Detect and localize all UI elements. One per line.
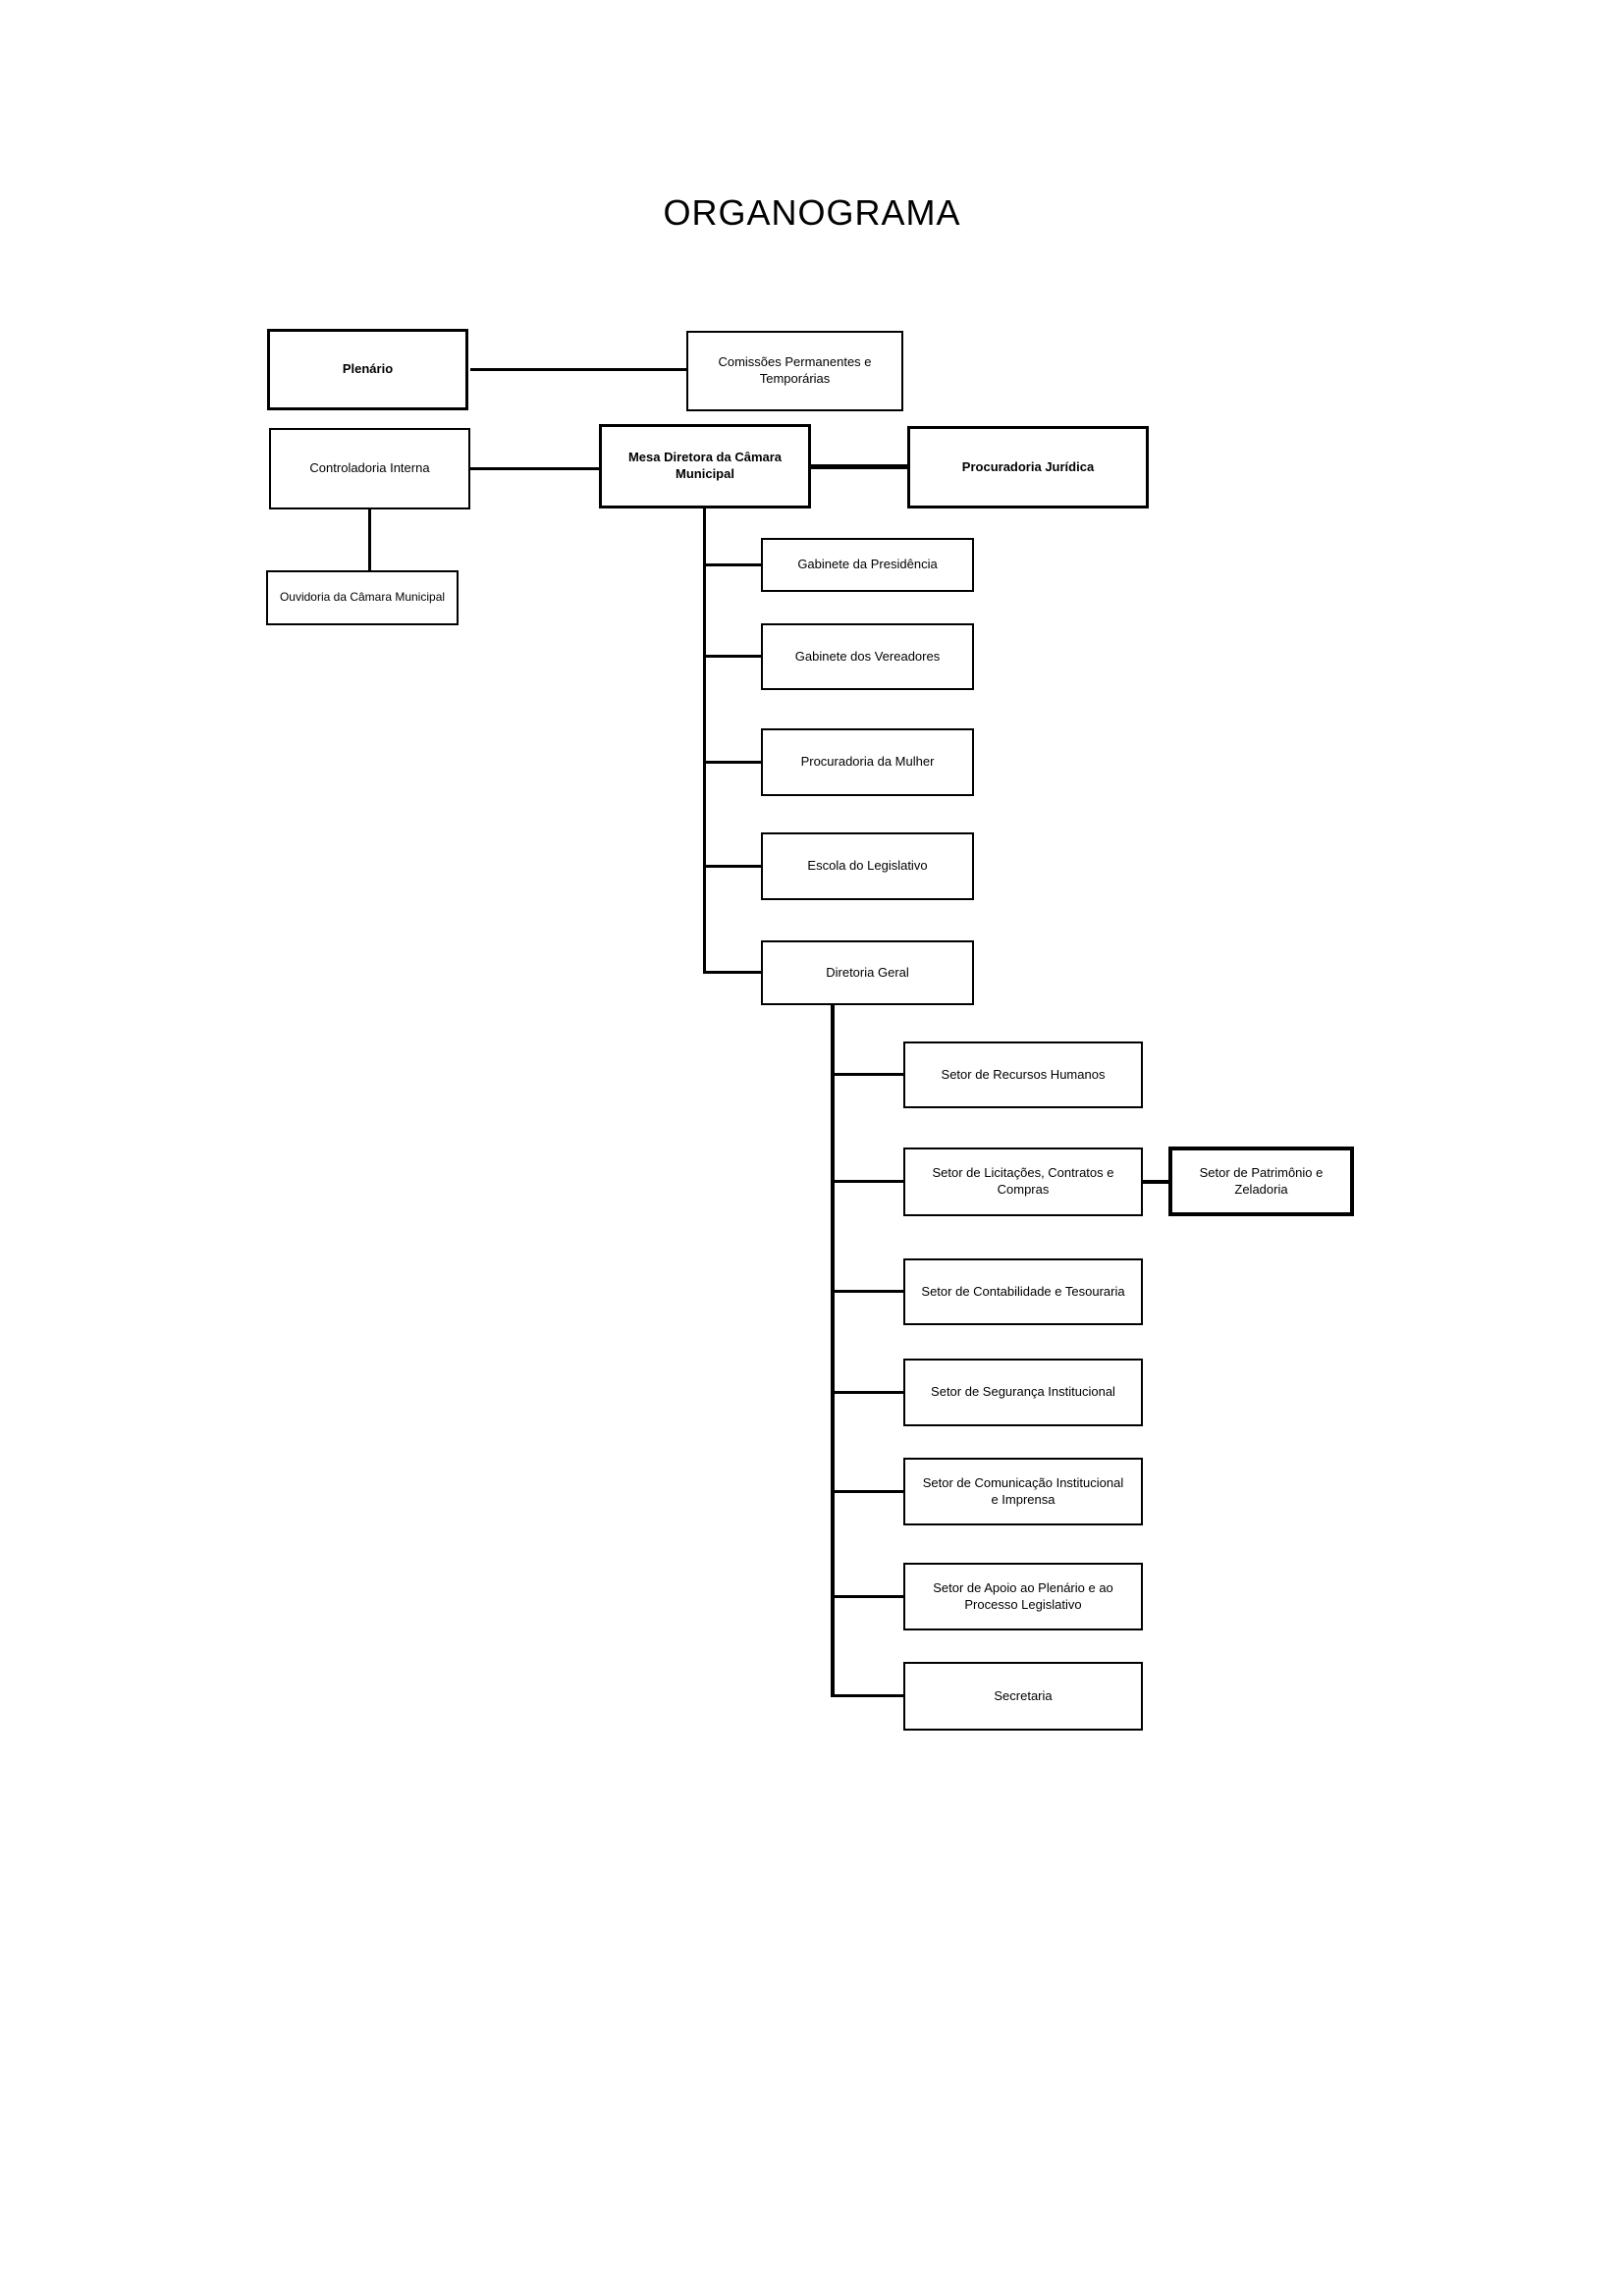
connector-plenario-comissoes <box>470 368 686 371</box>
node-controladoria-interna: Controladoria Interna <box>269 428 470 509</box>
page-title: ORGANOGRAMA <box>663 192 961 233</box>
node-escola-legislativo: Escola do Legislativo <box>761 832 974 900</box>
node-label: Setor de Segurança Institucional <box>931 1384 1115 1400</box>
branch-gabinete-presidencia <box>703 563 761 566</box>
node-contabilidade-tesouraria: Setor de Contabilidade e Tesouraria <box>903 1258 1143 1325</box>
branch-licitacoes <box>835 1180 903 1183</box>
node-diretoria-geral: Diretoria Geral <box>761 940 974 1005</box>
node-recursos-humanos: Setor de Recursos Humanos <box>903 1041 1143 1108</box>
node-label: Escola do Legislativo <box>807 858 928 874</box>
node-comissoes-permanentes: Comissões Permanentes e Temporárias <box>686 331 903 411</box>
node-apoio-plenario-processo: Setor de Apoio ao Plenário e ao Processo… <box>903 1563 1143 1630</box>
trunk-mesa-diretora <box>703 508 706 974</box>
branch-procuradoria-mulher <box>703 761 761 764</box>
node-label: Setor de Contabilidade e Tesouraria <box>921 1283 1125 1299</box>
node-mesa-diretora: Mesa Diretora da Câmara Municipal <box>599 424 811 508</box>
connector-controladoria-mesa <box>470 467 599 470</box>
branch-seguranca <box>835 1391 903 1394</box>
node-seguranca-institucional: Setor de Segurança Institucional <box>903 1359 1143 1426</box>
node-label: Gabinete dos Vereadores <box>794 648 941 664</box>
node-label: Plenário <box>342 361 394 377</box>
connector-licitacoes-patrimonio <box>1143 1180 1168 1184</box>
node-label: Comissões Permanentes e Temporárias <box>718 354 872 386</box>
node-label: Setor de Apoio ao Plenário e ao Processo… <box>933 1579 1113 1612</box>
connector-mesa-procuradoria <box>811 464 907 469</box>
node-label: Ouvidoria da Câmara Municipal <box>279 590 446 605</box>
branch-apoio-plenario <box>835 1595 903 1598</box>
branch-recursos-humanos <box>835 1073 903 1076</box>
trunk-diretoria-geral <box>831 1005 835 1697</box>
branch-comunicacao <box>835 1490 903 1493</box>
node-label: Controladoria Interna <box>309 460 430 476</box>
branch-escola-legislativo <box>703 865 761 868</box>
node-label: Procuradoria da Mulher <box>800 754 935 770</box>
node-procuradoria-juridica: Procuradoria Jurídica <box>907 426 1149 508</box>
node-plenario: Plenário <box>267 329 468 410</box>
node-gabinete-presidencia: Gabinete da Presidência <box>761 538 974 592</box>
node-label: Secretaria <box>994 1687 1053 1703</box>
node-label: Setor de Comunicação Institucional e Imp… <box>922 1474 1124 1507</box>
node-label: Setor de Patrimônio e Zeladoria <box>1199 1164 1324 1197</box>
node-label: Procuradoria Jurídica <box>961 458 1095 474</box>
node-label: Gabinete da Presidência <box>797 557 938 572</box>
node-patrimonio-zeladoria: Setor de Patrimônio e Zeladoria <box>1168 1147 1354 1216</box>
node-label: Setor de Recursos Humanos <box>941 1066 1106 1082</box>
node-comunicacao-imprensa: Setor de Comunicação Institucional e Imp… <box>903 1458 1143 1525</box>
node-label: Setor de Licitações, Contratos e Compras <box>932 1165 1114 1197</box>
branch-diretoria-geral <box>703 971 761 974</box>
node-secretaria: Secretaria <box>903 1662 1143 1731</box>
connector-controladoria-ouvidoria <box>368 509 371 570</box>
node-ouvidoria: Ouvidoria da Câmara Municipal <box>266 570 459 625</box>
node-gabinete-vereadores: Gabinete dos Vereadores <box>761 623 974 690</box>
branch-gabinete-vereadores <box>703 655 761 658</box>
branch-contabilidade <box>835 1290 903 1293</box>
node-procuradoria-mulher: Procuradoria da Mulher <box>761 728 974 796</box>
branch-secretaria <box>835 1694 903 1697</box>
node-label: Mesa Diretora da Câmara Municipal <box>627 450 783 481</box>
node-label: Diretoria Geral <box>826 964 909 980</box>
node-licitacoes-contratos-compras: Setor de Licitações, Contratos e Compras <box>903 1148 1143 1216</box>
